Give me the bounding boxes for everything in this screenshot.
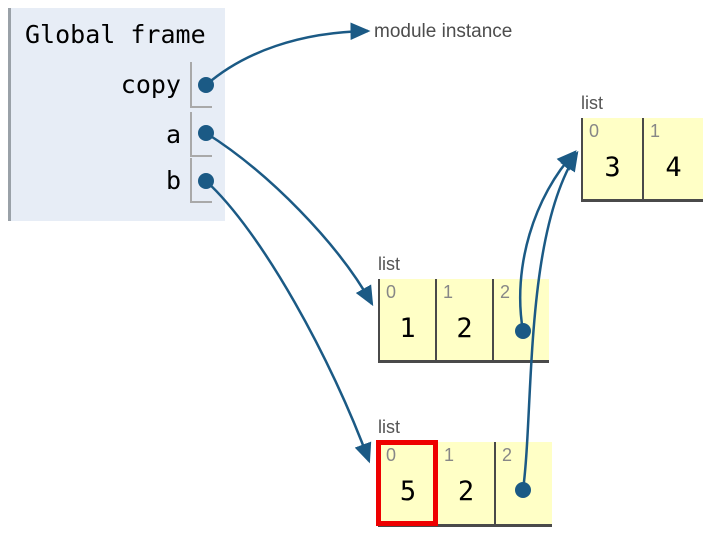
list-cells: 0 1 1 2 2 bbox=[378, 279, 549, 363]
list-cell: 1 4 bbox=[642, 118, 703, 199]
list-cells: 0 3 1 4 bbox=[581, 118, 703, 202]
list-type-label: list bbox=[378, 417, 400, 437]
cell-index: 0 bbox=[386, 282, 397, 302]
variable-slot-b bbox=[190, 158, 212, 203]
list-cell-pointer: 2 bbox=[494, 442, 552, 524]
variable-name-b: b bbox=[165, 166, 181, 195]
cell-index: 2 bbox=[502, 445, 513, 465]
cell-value: 2 bbox=[457, 476, 475, 507]
list-type-label: list bbox=[378, 254, 400, 274]
cell-index: 1 bbox=[650, 121, 661, 141]
arrow-copy-to-module-instance bbox=[205, 22, 371, 86]
list-object-middle: list 0 1 1 2 2 bbox=[378, 254, 549, 363]
list-object-top: list 0 3 1 4 bbox=[581, 93, 703, 202]
variable-slot-copy bbox=[190, 62, 212, 108]
list-object-bottom: list 0 5 1 2 2 bbox=[376, 417, 552, 527]
cell-value: 5 bbox=[399, 476, 417, 507]
module-instance-label: module instance bbox=[374, 21, 513, 42]
cell-value: 2 bbox=[456, 313, 473, 344]
variable-name-copy: copy bbox=[120, 70, 181, 99]
global-frame: Global frame copy a b bbox=[8, 8, 225, 221]
cell-index: 1 bbox=[443, 282, 454, 302]
cell-index: 1 bbox=[444, 445, 455, 465]
list-cell: 1 2 bbox=[435, 279, 492, 360]
cell-value: 1 bbox=[399, 313, 416, 344]
cell-value: 3 bbox=[604, 152, 621, 183]
list-type-label: list bbox=[581, 93, 603, 113]
frame-title: Global frame bbox=[25, 20, 206, 49]
list-cell-pointer: 2 bbox=[492, 279, 549, 360]
cell-index: 0 bbox=[386, 445, 397, 465]
cell-index: 0 bbox=[589, 121, 600, 141]
arrow-b-to-bottom-list bbox=[205, 180, 372, 464]
list-cell-highlighted: 0 5 bbox=[376, 440, 438, 526]
arrow-a-to-middle-list bbox=[205, 131, 374, 307]
list-cell: 1 2 bbox=[436, 442, 494, 524]
cell-index: 2 bbox=[500, 282, 511, 302]
list-cell: 0 3 bbox=[581, 118, 642, 199]
variable-slot-a bbox=[190, 112, 212, 157]
cell-value: 4 bbox=[665, 152, 682, 183]
list-cells: 0 5 1 2 2 bbox=[376, 440, 552, 527]
list-cell: 0 1 bbox=[378, 279, 435, 360]
variable-name-a: a bbox=[165, 120, 181, 149]
